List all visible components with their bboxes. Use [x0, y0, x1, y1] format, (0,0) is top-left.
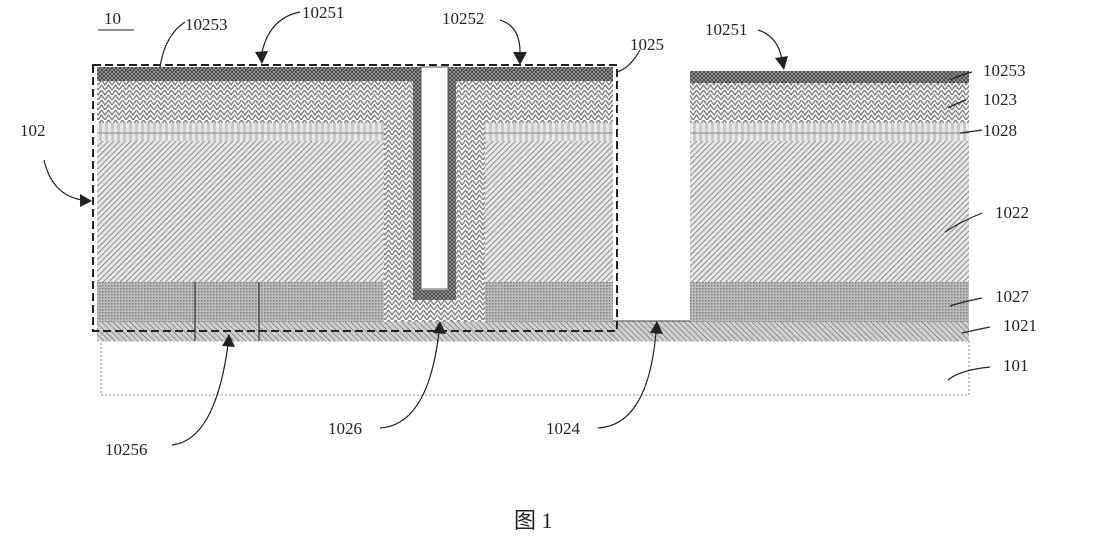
label-10253-top: 10253: [185, 15, 228, 34]
trench-10252: [421, 67, 448, 289]
label-1027: 1027: [995, 287, 1030, 306]
figure-caption: 图 1: [514, 508, 553, 533]
right-device-block: [690, 71, 969, 322]
label-10256: 10256: [105, 440, 148, 459]
opening-1024: [613, 60, 690, 321]
label-10253-right: 10253: [983, 61, 1026, 80]
label-101: 101: [1003, 356, 1029, 375]
label-1022: 1022: [995, 203, 1029, 222]
label-10251-right: 10251: [705, 20, 748, 39]
label-1021: 1021: [1003, 316, 1037, 335]
label-1024: 1024: [546, 419, 581, 438]
label-102: 102: [20, 121, 46, 140]
label-1028: 1028: [983, 121, 1017, 140]
substrate-101: [101, 341, 969, 395]
label-1026: 1026: [328, 419, 362, 438]
label-10252: 10252: [442, 9, 485, 28]
label-1025: 1025: [630, 35, 664, 54]
figure-number-label: 10: [104, 9, 121, 28]
label-1023: 1023: [983, 90, 1017, 109]
left-device-block: [97, 67, 613, 341]
label-10251-left: 10251: [302, 3, 345, 22]
